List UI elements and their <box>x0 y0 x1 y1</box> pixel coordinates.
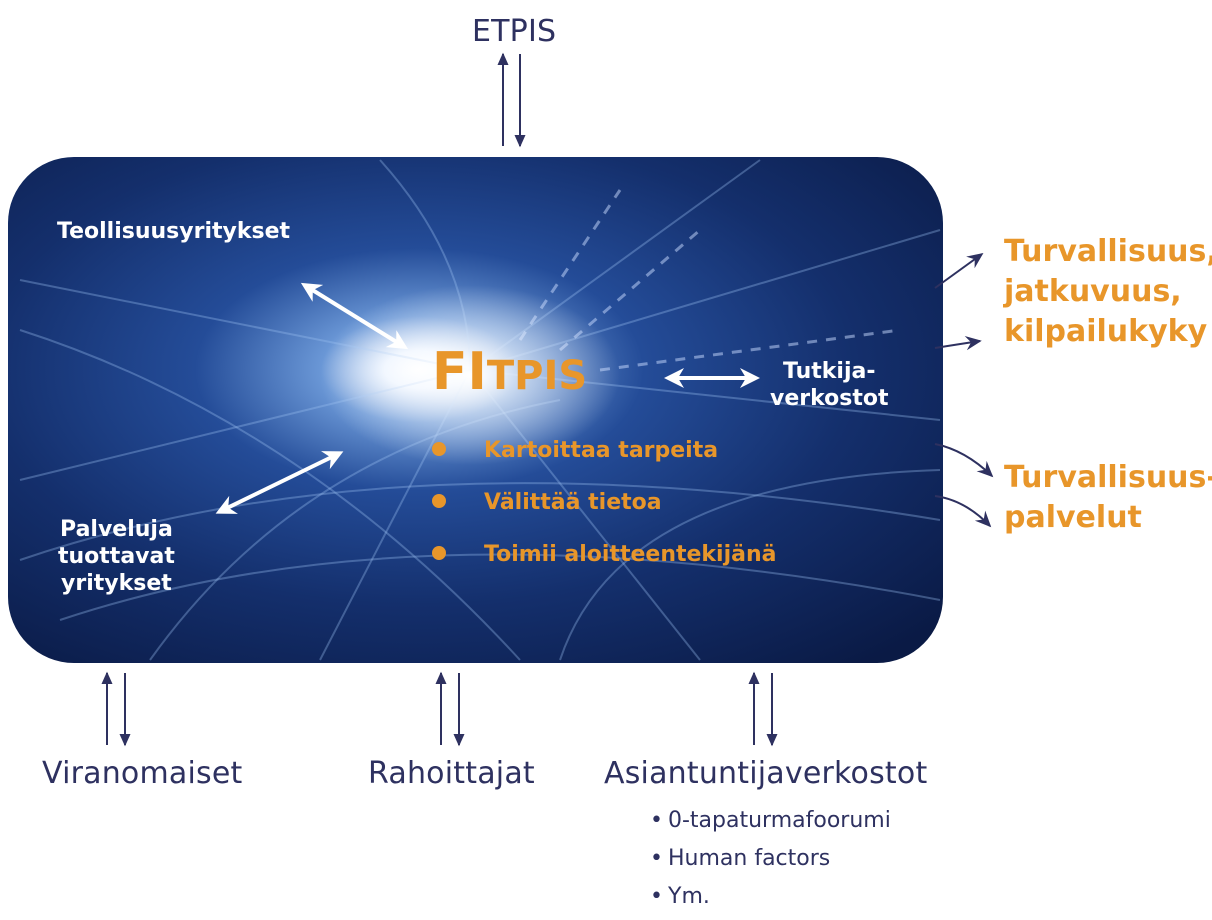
tutkija-line-1: Tutkija- <box>783 359 876 384</box>
fitpis-task-list: Kartoittaa tarpeita Välittää tietoa Toim… <box>432 438 777 594</box>
outcome-arrow-2 <box>934 336 982 351</box>
expert-network-item: Human factors <box>650 840 891 878</box>
task-item: Toimii aloitteentekijänä <box>432 542 777 594</box>
panel-dotted-streaks <box>518 189 901 372</box>
outcome-line-5: palvelut <box>1004 500 1142 535</box>
outcome-arrow-3 <box>934 443 994 478</box>
bullet-dot <box>432 442 446 456</box>
outcome-line-1: Turvallisuus, <box>1004 234 1212 269</box>
task-item: Välittää tietoa <box>432 490 777 542</box>
palveluja-label: Palveluja tuottavat yritykset <box>58 516 175 597</box>
etpis-label: ETPIS <box>472 14 557 49</box>
expert-network-list: 0-tapaturmafoorumi Human factors Ym. <box>650 802 891 916</box>
viranomaiset-label: Viranomaiset <box>42 756 243 791</box>
outcome-line-4: Turvallisuus- <box>1004 460 1212 495</box>
outcome-line-2: jatkuvuus, <box>1004 274 1182 309</box>
brand-suffix: TPIS <box>486 353 588 399</box>
outcome-line-3: kilpailukyky <box>1004 314 1208 349</box>
bullet-dot <box>432 546 446 560</box>
expert-network-item: Ym. <box>650 878 891 916</box>
fitpis-brand: FITPIS <box>432 342 587 402</box>
teollisuusyritykset-label: Teollisuusyritykset <box>57 219 291 244</box>
outcome-safety-continuity: Turvallisuus, jatkuvuus, kilpailukyky <box>1004 232 1212 352</box>
tutkija-line-2: verkostot <box>770 386 889 411</box>
palveluja-line-3: yritykset <box>61 571 172 596</box>
outcome-arrow-1 <box>934 252 984 289</box>
outcome-safety-services: Turvallisuus- palvelut <box>1004 458 1212 538</box>
teollisuus-double-arrow <box>300 282 409 350</box>
asiantuntijaverkostot-label: Asiantuntijaverkostot <box>604 756 928 791</box>
rahoittajat-label: Rahoittajat <box>368 756 535 791</box>
bullet-dot <box>432 494 446 508</box>
palveluja-double-arrow <box>215 451 344 514</box>
expert-network-item: 0-tapaturmafoorumi <box>650 802 891 840</box>
brand-prefix: FI <box>432 342 487 402</box>
task-item: Kartoittaa tarpeita <box>432 438 777 490</box>
outcome-arrow-4 <box>934 495 992 528</box>
palveluja-line-1: Palveluja <box>60 517 173 542</box>
tutkijaverkostot-label: Tutkija- verkostot <box>770 358 889 412</box>
palveluja-line-2: tuottavat <box>58 544 175 569</box>
